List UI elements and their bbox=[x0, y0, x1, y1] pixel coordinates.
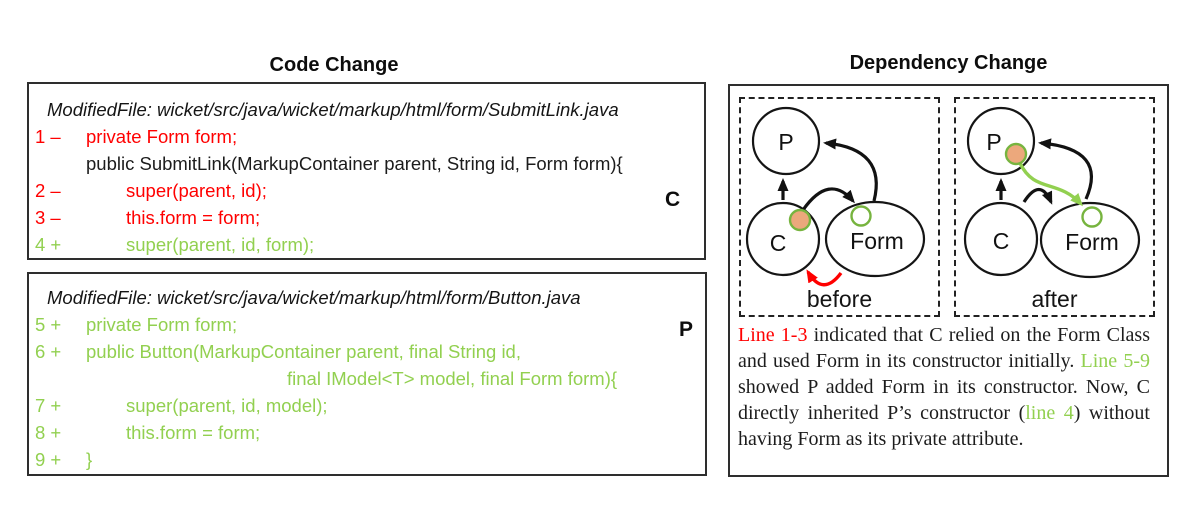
arrow-form-to-p bbox=[1038, 138, 1093, 200]
code-line: 8 + this.form = form; bbox=[29, 419, 705, 446]
line-number: 4 + bbox=[35, 234, 62, 255]
code-line: 4 + super(parent, id, form); bbox=[29, 231, 704, 258]
code-text: public Button(MarkupContainer parent, fi… bbox=[86, 341, 521, 362]
node-form-label: Form bbox=[850, 228, 904, 254]
code-change-title: Code Change bbox=[269, 54, 399, 76]
explanation-segment: ) without having Form as its private att… bbox=[738, 402, 1150, 450]
code-text: final IModel<T> model, final Form form){ bbox=[287, 368, 618, 389]
class-label-c: C bbox=[665, 188, 681, 211]
arrow-c-to-form bbox=[1022, 187, 1053, 205]
node-c-label: C bbox=[770, 230, 787, 256]
explanation-segment: Line 1-3 bbox=[738, 324, 808, 346]
code-text: } bbox=[86, 449, 93, 470]
line-number: 5 + bbox=[35, 314, 62, 335]
arrow-form-to-p bbox=[823, 138, 878, 202]
arrow-form-to-c-red bbox=[806, 269, 843, 287]
node-form-ellipse bbox=[1039, 201, 1141, 279]
orange-member-dot bbox=[788, 208, 812, 232]
node-c-circle bbox=[963, 201, 1039, 277]
node-p-circle bbox=[751, 106, 821, 176]
arrow-c-to-form bbox=[801, 187, 855, 211]
node-form-ellipse bbox=[824, 200, 926, 278]
code-text: public SubmitLink(MarkupContainer parent… bbox=[86, 153, 623, 174]
before-label: before bbox=[806, 286, 873, 312]
line-number: 7 + bbox=[35, 395, 62, 416]
node-p-label: P bbox=[778, 129, 793, 155]
code-line: 9 +} bbox=[29, 446, 705, 473]
code-text: super(parent, id, form); bbox=[126, 234, 315, 255]
line-number: 3 – bbox=[35, 207, 61, 228]
line-number: 6 + bbox=[35, 341, 62, 362]
code-text: super(parent, id, model); bbox=[126, 395, 328, 416]
before-diagram: P C Form before bbox=[739, 97, 940, 317]
green-open-dot bbox=[1081, 206, 1103, 228]
node-c-label: C bbox=[993, 228, 1010, 254]
code-line: public SubmitLink(MarkupContainer parent… bbox=[29, 150, 704, 177]
code-text: this.form = form; bbox=[126, 422, 261, 443]
before-graph: P C Form bbox=[745, 106, 926, 287]
dependency-change-panel: P C Form before P C Form after bbox=[728, 84, 1169, 477]
code-line: 2 – super(parent, id); bbox=[29, 177, 704, 204]
explanation-segment: showed P added Form in its constructor. … bbox=[738, 376, 1150, 424]
after-diagram: P C Form after bbox=[954, 97, 1155, 317]
explanation-text: Line 1-3 indicated that C relied on the … bbox=[738, 322, 1150, 452]
code-line: 1 – private Form form; bbox=[29, 123, 704, 150]
after-graph: P C Form bbox=[963, 106, 1141, 279]
class-label-p: P bbox=[679, 318, 694, 341]
modified-file-path: ModifiedFile: wicket/src/java/wicket/mar… bbox=[47, 287, 581, 308]
line-number: 2 – bbox=[35, 180, 61, 201]
code-box-submitlink: ModifiedFile: wicket/src/java/wicket/mar… bbox=[27, 82, 706, 260]
green-open-dot bbox=[850, 205, 872, 227]
code-text: private Form form; bbox=[86, 126, 238, 147]
code-text: super(parent, id); bbox=[126, 180, 267, 201]
code-line: final IModel<T> model, final Form form){ bbox=[29, 365, 705, 392]
line-number: 9 + bbox=[35, 449, 62, 470]
node-p-label: P bbox=[986, 129, 1001, 155]
code-text: this.form = form; bbox=[126, 207, 261, 228]
modified-file-path: ModifiedFile: wicket/src/java/wicket/mar… bbox=[47, 99, 619, 120]
code-lines-container: 5 + private Form form; 6 + public Button(Ma… bbox=[29, 311, 705, 473]
code-lines-container: 1 – private Form form; public SubmitLink(M… bbox=[29, 123, 704, 258]
explanation-segment: line 4 bbox=[1025, 402, 1074, 424]
code-line: 6 + public Button(MarkupContainer parent,… bbox=[29, 338, 705, 365]
line-number: 1 – bbox=[35, 126, 61, 147]
explanation-segment: indicated that C relied on the Form Clas… bbox=[738, 324, 1150, 372]
node-form-label: Form bbox=[1065, 229, 1119, 255]
code-line: 3 – this.form = form; bbox=[29, 204, 704, 231]
code-line: 7 + super(parent, id, model); bbox=[29, 392, 705, 419]
code-line: 5 + private Form form; bbox=[29, 311, 705, 338]
arrow-p-to-form-green bbox=[1018, 162, 1084, 207]
code-text: private Form form; bbox=[86, 314, 238, 335]
line-number: 8 + bbox=[35, 422, 62, 443]
code-box-button: ModifiedFile: wicket/src/java/wicket/mar… bbox=[27, 272, 707, 476]
orange-member-dot bbox=[1004, 142, 1028, 166]
explanation-segment: Line 5-9 bbox=[1080, 350, 1151, 372]
dependency-change-title: Dependency Change bbox=[849, 52, 1048, 74]
after-label: after bbox=[1031, 286, 1078, 312]
